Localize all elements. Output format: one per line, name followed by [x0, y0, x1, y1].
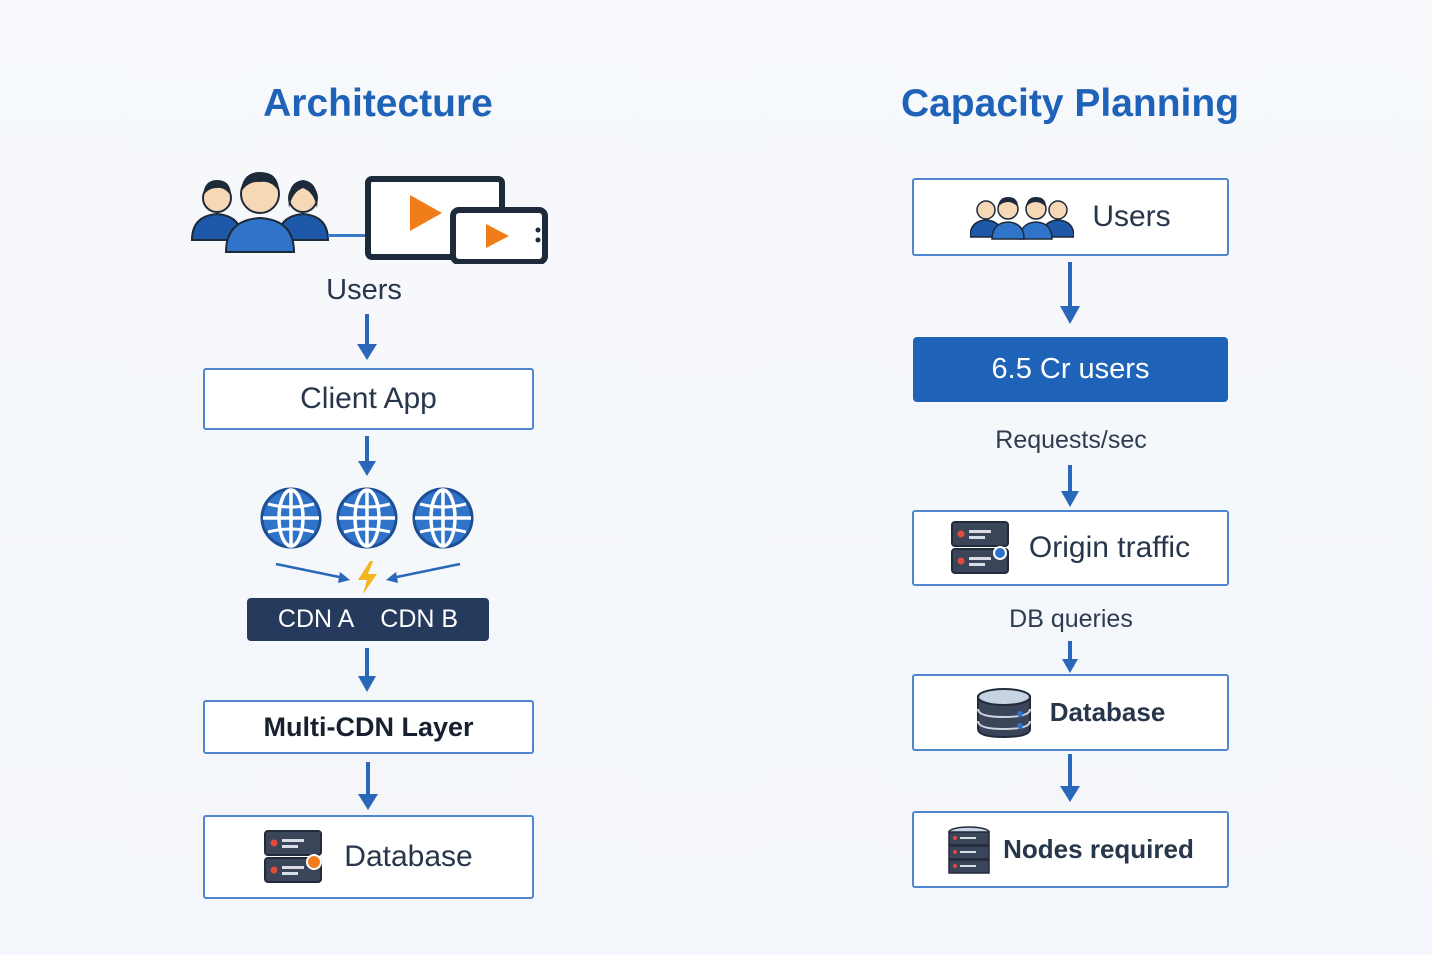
capacity-planning-title: Capacity Planning: [900, 82, 1240, 125]
users-count-label: 6.5 Cr users: [991, 353, 1150, 385]
users-group-icon: [970, 193, 1075, 241]
multi-cdn-layer-box: Multi-CDN Layer: [203, 700, 534, 754]
capacity-database-label: Database: [1049, 697, 1166, 727]
cdn-bar: CDN A CDN B: [247, 598, 489, 641]
cdn-a-label: CDN A: [277, 605, 355, 633]
arrow-down-icon: [1060, 754, 1080, 802]
globe-icon: [411, 486, 475, 550]
architecture-title: Architecture: [263, 82, 493, 125]
architecture-database-label: Database: [344, 840, 473, 873]
origin-traffic-box: Origin traffic: [912, 510, 1229, 586]
capacity-users-box: Users: [912, 178, 1229, 256]
arrow-down-icon: [358, 436, 376, 476]
nodes-required-box: Nodes required: [912, 811, 1229, 888]
globe-icon: [335, 486, 399, 550]
arrow-down-icon: [358, 762, 378, 810]
cdn-b-label: CDN B: [380, 605, 459, 633]
client-app-label: Client App: [300, 382, 437, 415]
db-queries-label: DB queries: [1009, 605, 1133, 633]
requests-per-sec-label: Requests/sec: [995, 426, 1147, 454]
client-app-box: Client App: [203, 368, 534, 430]
arrow-down-icon: [1060, 262, 1080, 324]
users-label: Users: [326, 274, 402, 306]
globe-icon: [259, 486, 323, 550]
users-count-box: 6.5 Cr users: [913, 337, 1228, 402]
architecture-database-box: Database: [203, 815, 534, 899]
capacity-database-box: Database: [912, 674, 1229, 751]
devices-play-icon: [364, 176, 548, 264]
server-icon: [950, 521, 1011, 575]
nodes-required-label: Nodes required: [1003, 834, 1194, 864]
server-icon: [947, 825, 991, 874]
server-icon: [264, 830, 324, 884]
users-devices-connector: [328, 234, 368, 237]
users-group-icon: [190, 168, 330, 254]
arrow-down-icon: [1061, 465, 1079, 507]
database-cylinder-icon: [976, 687, 1032, 739]
arrow-down-icon: [1062, 641, 1078, 673]
origin-traffic-label: Origin traffic: [1028, 531, 1191, 564]
multi-cdn-layer-label: Multi-CDN Layer: [263, 711, 474, 742]
lightning-icon: [275, 561, 461, 594]
capacity-users-label: Users: [1092, 200, 1171, 233]
arrow-down-icon: [357, 314, 377, 360]
arrow-down-icon: [358, 648, 376, 692]
